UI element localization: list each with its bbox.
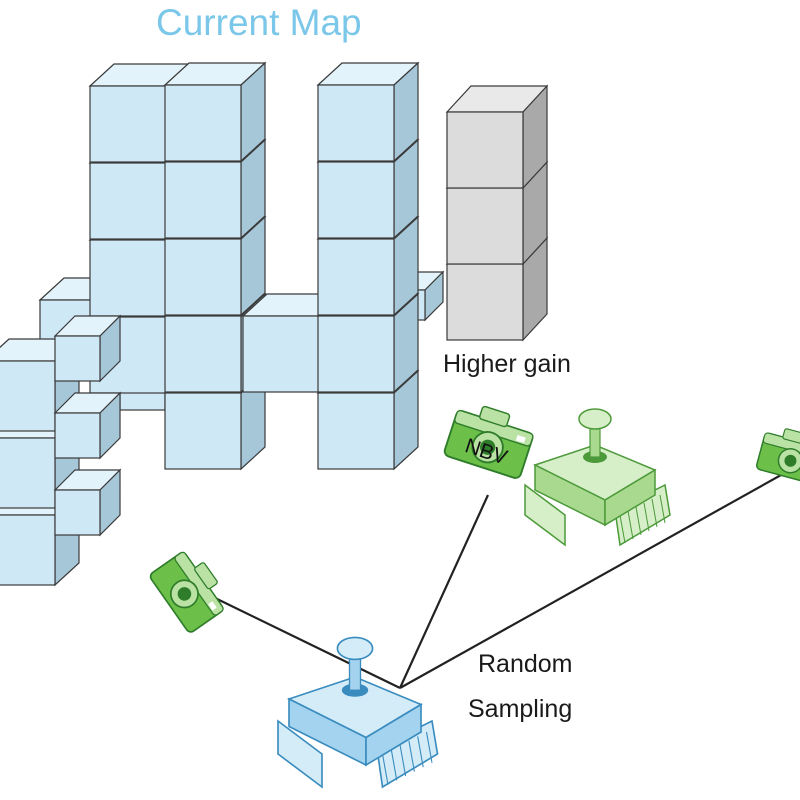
- path-line: [212, 596, 401, 689]
- diagram-title: Current Map: [156, 2, 362, 43]
- random-sampling-label-line2: Sampling: [468, 695, 573, 723]
- unknown-voxel: [445, 84, 549, 190]
- mapped-voxel: [316, 61, 420, 163]
- voxel-map: [0, 61, 549, 587]
- mapped-voxel: [53, 314, 122, 383]
- random-sampling-label-line1: Random: [478, 650, 573, 678]
- camera-icon: [756, 428, 800, 485]
- connection-lines: [212, 469, 791, 689]
- higher-gain-label: Higher gain: [443, 350, 571, 378]
- robot-icon: [277, 636, 439, 789]
- robot-icon: [524, 408, 671, 547]
- path-line: [399, 469, 791, 689]
- mapped-voxel: [53, 391, 122, 460]
- camera-icon: [149, 551, 224, 633]
- mapped-voxel: [163, 61, 267, 163]
- agents: NBV: [149, 405, 800, 789]
- mapped-voxel: [53, 468, 122, 537]
- camera-icon: NBV: [443, 405, 534, 479]
- path-line: [398, 494, 490, 689]
